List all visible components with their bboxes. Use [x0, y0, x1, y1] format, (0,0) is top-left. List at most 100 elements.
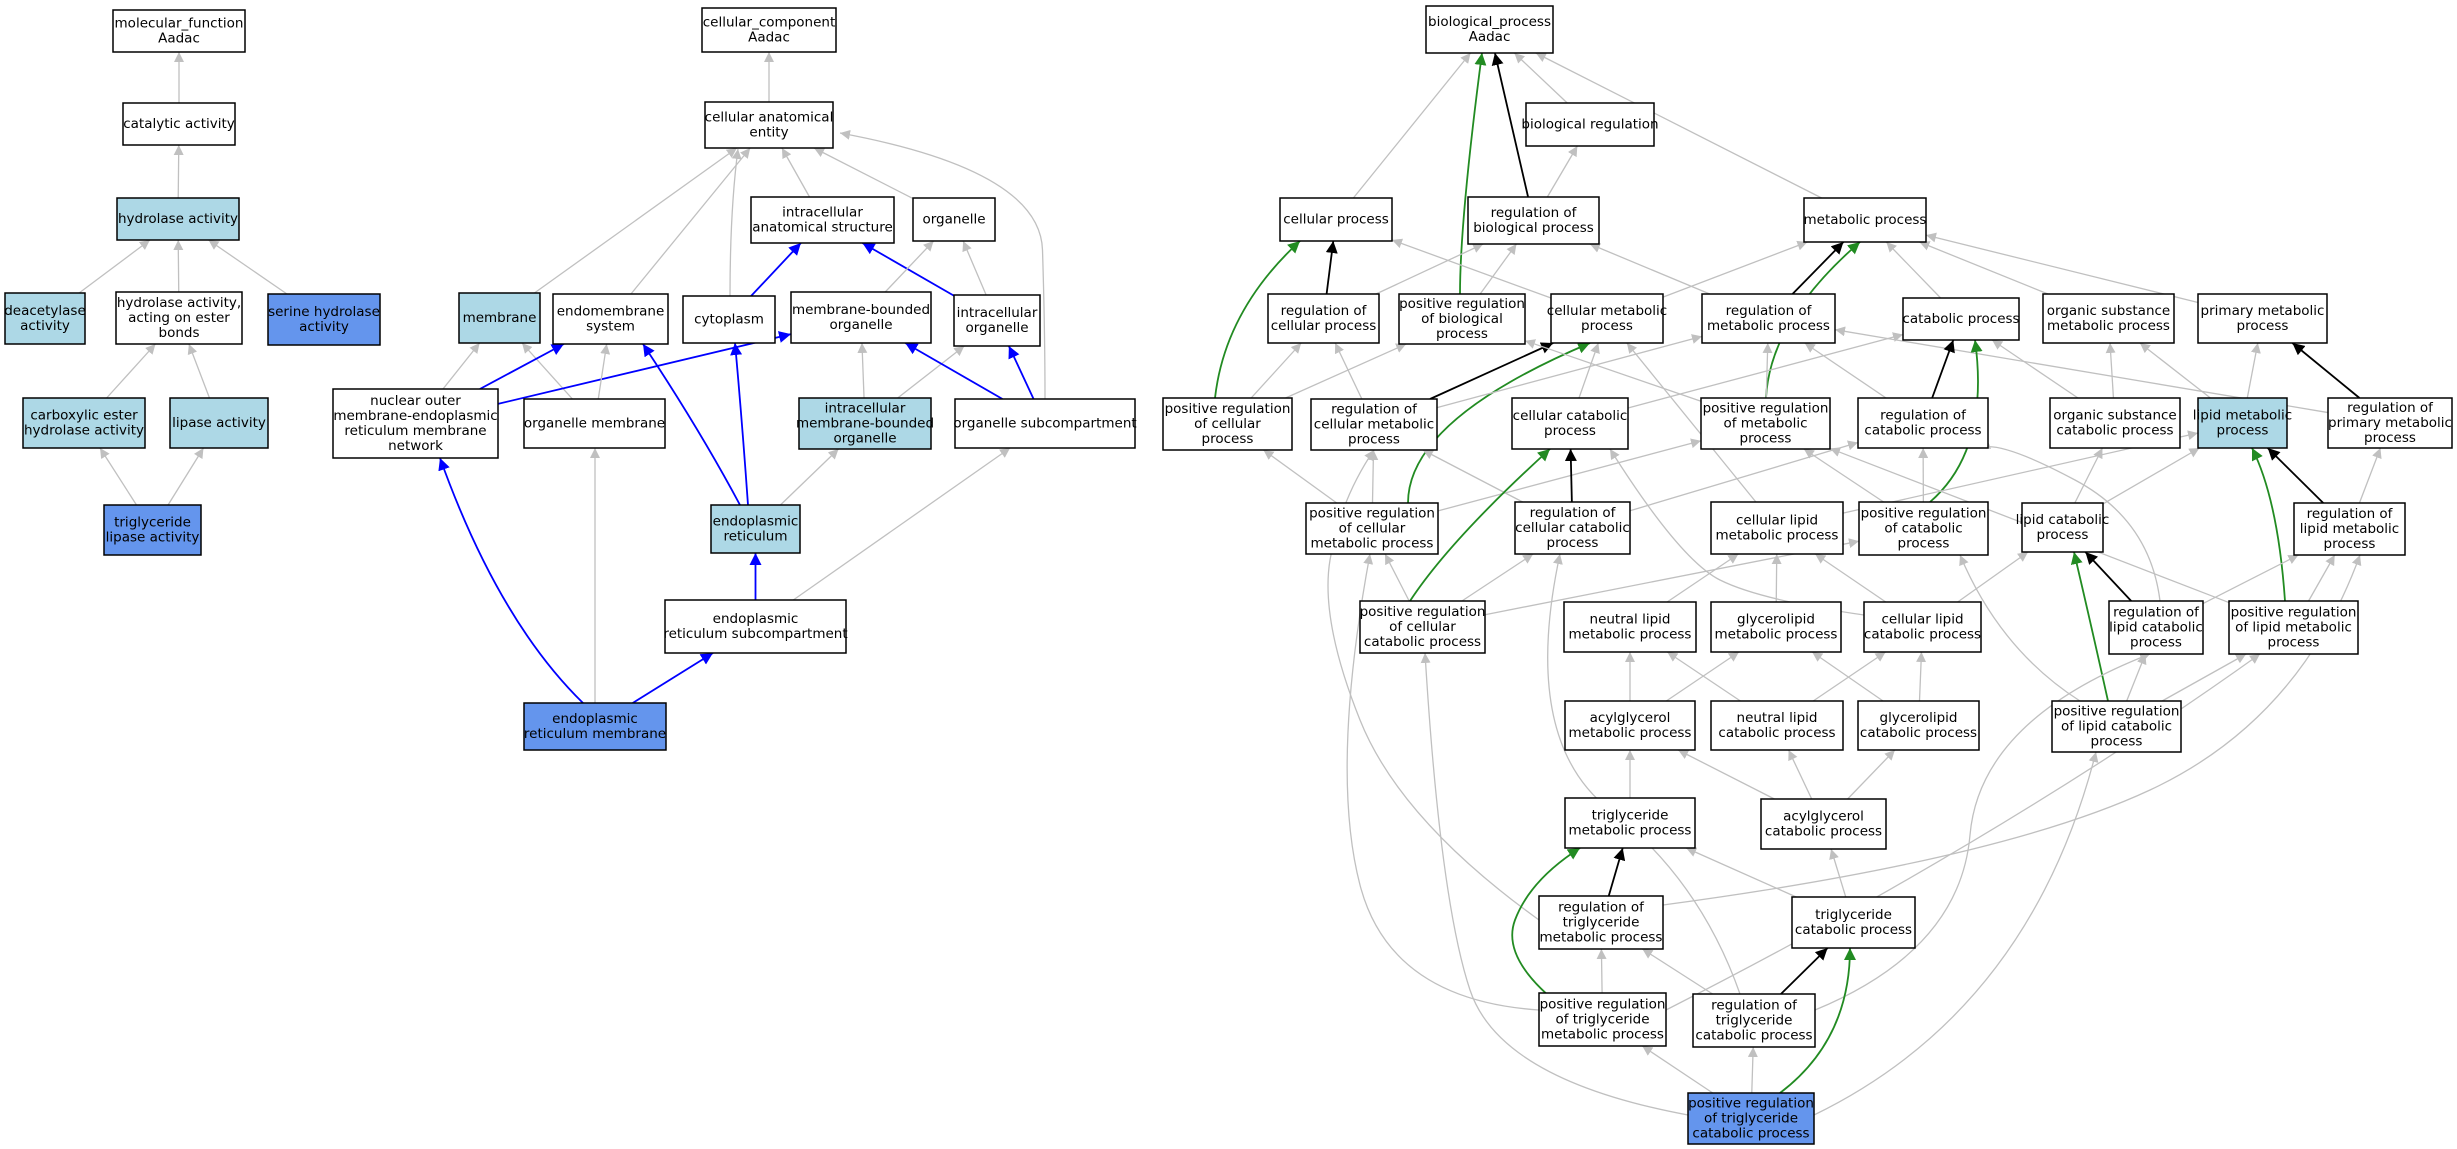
term-label-line: entity [749, 125, 788, 141]
term-node-hyd[interactable]: hydrolase activity [116, 197, 240, 241]
term-label-line: of lipid catabolic [2061, 719, 2172, 735]
term-node-bioreg[interactable]: biological regulation [1521, 102, 1659, 147]
term-label-line: hydrolase activity, [117, 295, 241, 311]
term-label-line: regulation of [1331, 402, 1418, 418]
term-node-orgsub[interactable]: organelle subcompartment [953, 398, 1137, 449]
term-label-line: positive regulation [1861, 506, 1987, 522]
edge-positively-regulates-posregcp-to-cellproc [1214, 240, 1301, 399]
term-node-nucouter[interactable]: nuclear outermembrane-endoplasmicreticul… [332, 388, 499, 459]
edge-is-a-regtgcat-to-regtgmet [1642, 948, 1713, 995]
term-box [953, 294, 1041, 347]
term-box [169, 397, 269, 449]
edge-is-a-deac-to-hyd [78, 239, 151, 294]
term-box [2228, 600, 2359, 655]
term-node-metproc[interactable]: metabolic process [1803, 197, 1927, 243]
term-node-membrane[interactable]: membrane [458, 292, 541, 344]
term-node-cellproc[interactable]: cellular process [1279, 197, 1393, 242]
term-label-line: process [2237, 318, 2289, 334]
term-box [1467, 196, 1600, 245]
term-box [1564, 797, 1696, 849]
term-label-line: neutral lipid [1590, 612, 1671, 628]
term-label-line: glycerolipid [1880, 710, 1958, 726]
term-label-line: catabolic process [1718, 725, 1835, 741]
term-node-lipase[interactable]: lipase activity [169, 397, 269, 449]
term-node-orgmem[interactable]: organelle membrane [523, 398, 666, 449]
edge-is-a-serhyd-to-hyd [208, 239, 288, 295]
term-node-cyto[interactable]: cytoplasm [682, 295, 776, 344]
term-box [2021, 502, 2104, 553]
term-node-cat[interactable]: catalytic activity [122, 102, 236, 146]
term-node-catproc[interactable]: catabolic process [1902, 297, 2020, 341]
edge-regulates-regtgcat-to-tgcat [1780, 947, 1829, 995]
edge-is-a-posregmet-to-posregbp [1524, 339, 1702, 402]
term-label-line: activity [20, 318, 70, 334]
term-node-organelle[interactable]: organelle [912, 197, 996, 242]
edge-regulates-regcellcat-to-cellcat [1564, 448, 1577, 503]
term-label-line: organelle [829, 317, 892, 333]
term-box [1857, 700, 1980, 751]
term-label-line: of cellular [1339, 521, 1406, 537]
term-label-line: positive regulation [1165, 401, 1291, 417]
term-box [332, 388, 499, 459]
edge-part-of-nucouter-to-mbo [497, 331, 792, 405]
term-label-line: of triglyceride [1704, 1111, 1798, 1127]
edge-is-a-hydester-to-hyd [173, 239, 184, 293]
edge-is-a-neutlipcat-to-neutlipmet [1666, 651, 1741, 702]
